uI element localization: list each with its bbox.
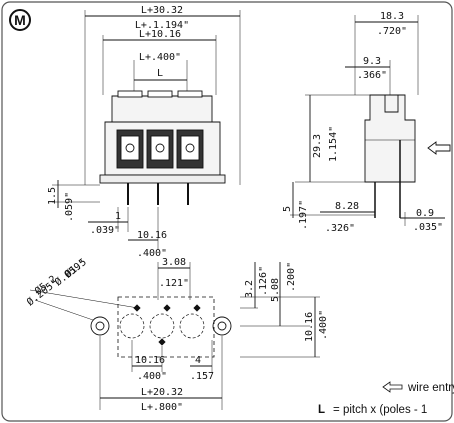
dim-vertical-pitch-in: .400" <box>318 310 329 340</box>
dim-pin-height-in: .059" <box>64 192 75 222</box>
legend-formula-symbol: L <box>318 404 325 416</box>
dim-pin-offset-in: .039" <box>90 225 120 236</box>
dim-row-a-in: .126" <box>258 266 269 296</box>
dim-pin-length-mm: 5 <box>282 206 293 212</box>
pcb-layout <box>29 262 320 410</box>
dim-entry-in: .366" <box>357 70 387 81</box>
dim-pin-height-mm: 1.5 <box>47 187 58 205</box>
front-view-labels: L+30.32 L+.1.194" L+10.16 L+.400" L 1.5 … <box>47 5 189 259</box>
dim-pitch-in: .400" <box>137 248 167 259</box>
dim-pcb-pitch-in: .400" <box>137 371 167 382</box>
side-view <box>290 15 451 226</box>
badge-letter: M <box>14 12 26 28</box>
dim-inner-in: L+.400" <box>139 52 181 63</box>
dim-total-mm: L+20.32 <box>141 387 183 398</box>
dim-vertical-pitch-mm: 10.16 <box>304 312 315 342</box>
dim-pcb-pitch-mm: 10.16 <box>135 355 165 366</box>
dim-entry-mm: 9.3 <box>363 56 381 67</box>
dim-gap-in: .157 <box>190 371 214 382</box>
dim-width-mm: L+30.32 <box>141 5 183 16</box>
dim-width-in: L+.1.194" <box>135 20 189 31</box>
legend-wire-entry: wire entry <box>407 382 454 394</box>
side-view-labels: 18.3 .720" 9.3 .366" 29.3 1.154" 5 .197"… <box>282 11 443 234</box>
dim-pin-diameter-in: .035" <box>413 222 443 233</box>
dim-row-b-mm: 5.08 <box>270 278 281 302</box>
legend-formula-text: = pitch x (poles - 1 <box>333 404 427 416</box>
dim-pin-distance-in: .326" <box>325 223 355 234</box>
dim-pitch-label: L <box>157 68 163 79</box>
dim-pin-distance-mm: 8.28 <box>335 201 359 212</box>
dim-row-b-in: .200" <box>286 262 297 292</box>
dim-inner-mm: L+10.16 <box>139 29 181 40</box>
wire-entry-arrow-icon <box>382 381 403 393</box>
dim-height-mm: 29.3 <box>312 134 323 158</box>
dim-depth-mm: 18.3 <box>380 11 404 22</box>
dim-gap-mm: 4 <box>195 355 201 366</box>
dim-depth-in: .720" <box>377 26 407 37</box>
front-view <box>52 10 241 250</box>
dim-pin-length-in: .197" <box>298 200 309 230</box>
dim-pitch-mm: 10.16 <box>137 230 167 241</box>
dim-offset-x-mm: 3.08 <box>162 257 186 268</box>
dim-offset-x-in: .121" <box>159 278 189 289</box>
legend: wire entry L = pitch x (poles - 1 <box>318 381 454 417</box>
dim-pin-offset-mm: 1 <box>115 211 121 222</box>
legend-formula: L = pitch x (poles - 1 <box>318 400 427 417</box>
dim-row-a-mm: 3.2 <box>244 280 255 298</box>
dim-height-in: 1.154" <box>328 126 339 162</box>
series-badge: M <box>9 9 31 31</box>
dim-total-in: L+.800" <box>141 402 183 413</box>
dim-pin-diameter-mm: 0.9 <box>416 208 434 219</box>
